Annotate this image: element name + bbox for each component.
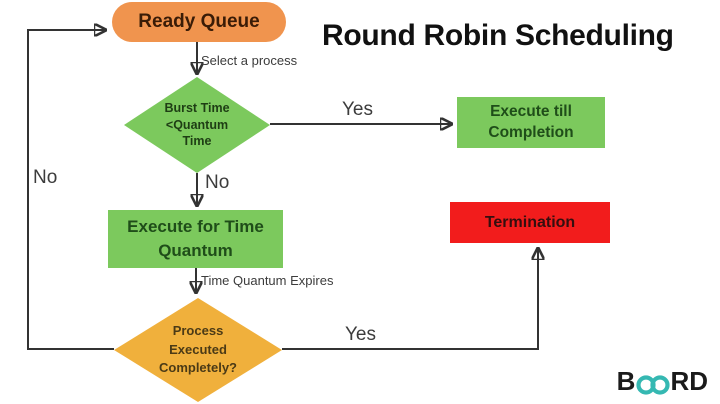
edge-yes-to-termination	[282, 249, 538, 350]
diagram-title: Round Robin Scheduling	[322, 19, 674, 52]
logo-prefix: B	[616, 366, 636, 396]
ready-queue-label: Ready Queue	[138, 11, 260, 32]
logo-suffix: RD	[670, 366, 708, 396]
burst-time-decision-label: Burst Time <Quantum Time	[164, 100, 230, 149]
process-executed-decision-label: Process Executed Completely?	[158, 322, 237, 376]
node-execute-till-completion: Execute till Completion	[457, 97, 605, 148]
edge-label-yes-bottom: Yes	[345, 324, 376, 345]
node-execute-for-time-quantum: Execute for Time Quantum	[108, 210, 283, 268]
node-termination: Termination	[450, 202, 610, 243]
edge-no-back-to-ready-queue	[27, 30, 114, 350]
edge-label-select-a-process: Select a process	[201, 53, 298, 68]
edge-label-no-left: No	[33, 167, 58, 188]
node-ready-queue: Ready Queue	[112, 2, 286, 42]
edge-label-yes-top: Yes	[342, 99, 373, 120]
execute-till-completion-label: Execute till Completion	[488, 102, 574, 141]
board-logo: B RD	[617, 366, 708, 397]
edge-label-no-mid: No	[205, 172, 230, 193]
execute-for-time-quantum-label: Execute for Time Quantum	[127, 217, 264, 260]
termination-label: Termination	[484, 213, 576, 231]
edge-label-time-quantum-expires: Time Quantum Expires	[201, 273, 334, 288]
infinity-rings-icon	[636, 374, 671, 395]
